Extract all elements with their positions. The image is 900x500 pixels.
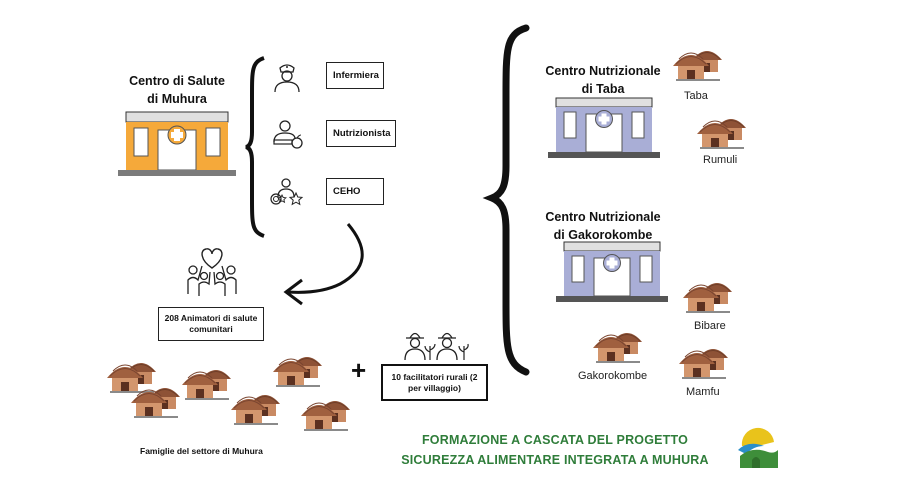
gakorokombe-center-title-line2: di Gakorokombe [553,228,653,242]
curved-arrow [283,223,364,306]
farmers-icon [404,332,469,361]
role-box-infermiera: Infermiera [326,62,384,89]
role-label-ceho: CEHO [333,186,361,197]
hut-icon [592,332,643,364]
nutrition-center-taba-building-icon [548,97,660,158]
plus-sign: + [351,355,367,385]
taba-center-title-line1: Centro Nutrizionale [545,64,661,78]
hut-icon [181,369,232,401]
hut-icon [696,118,747,150]
health-center-building-icon [118,111,236,176]
footer-title-line2: SICUREZZA ALIMENTARE INTEGRATA A MUHURA [401,453,709,467]
gakorokombe-center-title-line1: Centro Nutrizionale [545,210,661,224]
village-label-mamfu: Mamfu [686,386,720,398]
ceho-award-icon [270,178,304,206]
community-label-line1: 208 Animatori di salute [164,313,258,323]
facilitators-label-line2: per villaggio) [408,382,461,393]
left-brace [245,56,265,238]
community-label-line2: comunitari [189,324,233,334]
role-label-infermiera: Infermiera [333,70,379,81]
hut-icon [682,282,733,314]
footer-title-line1: FORMAZIONE A CASCATA DEL PROGETTO [421,433,689,447]
community-hands-heart-icon [187,248,237,296]
health-center-title-line2: di Muhura [147,92,207,106]
families-label: Famiglie del settore di Muhura [140,446,263,456]
village-label-rumuli: Rumuli [703,154,738,166]
village-label-gakorokombe: Gakorokombe [578,370,648,382]
role-box-nutrizionista: Nutrizionista [326,120,396,147]
taba-center-title-line2: di Taba [581,82,625,96]
health-center-title-line1: Centro di Salute [129,74,225,88]
facilitators-box: 10 facilitatori rurali (2 per villaggio) [381,364,488,401]
hut-icon [130,387,181,419]
role-box-ceho: CEHO [326,178,384,205]
hut-icon [672,50,723,82]
nurse-icon [274,64,300,93]
hut-icon [230,394,281,426]
nutrition-center-gakorokombe-building-icon [556,241,668,302]
project-logo-icon [738,427,778,468]
hut-icon [272,356,323,388]
village-label-bibare: Bibare [694,320,726,332]
village-label-taba: Taba [684,90,708,102]
facilitators-label-line1: 10 facilitatori rurali (2 [391,371,478,382]
nutritionist-icon [273,120,303,149]
role-label-nutrizionista: Nutrizionista [333,128,391,139]
community-box: 208 Animatori di salute comunitari [158,307,264,341]
right-brace [482,24,530,376]
hut-icon [300,400,351,432]
hut-icon [678,348,729,380]
